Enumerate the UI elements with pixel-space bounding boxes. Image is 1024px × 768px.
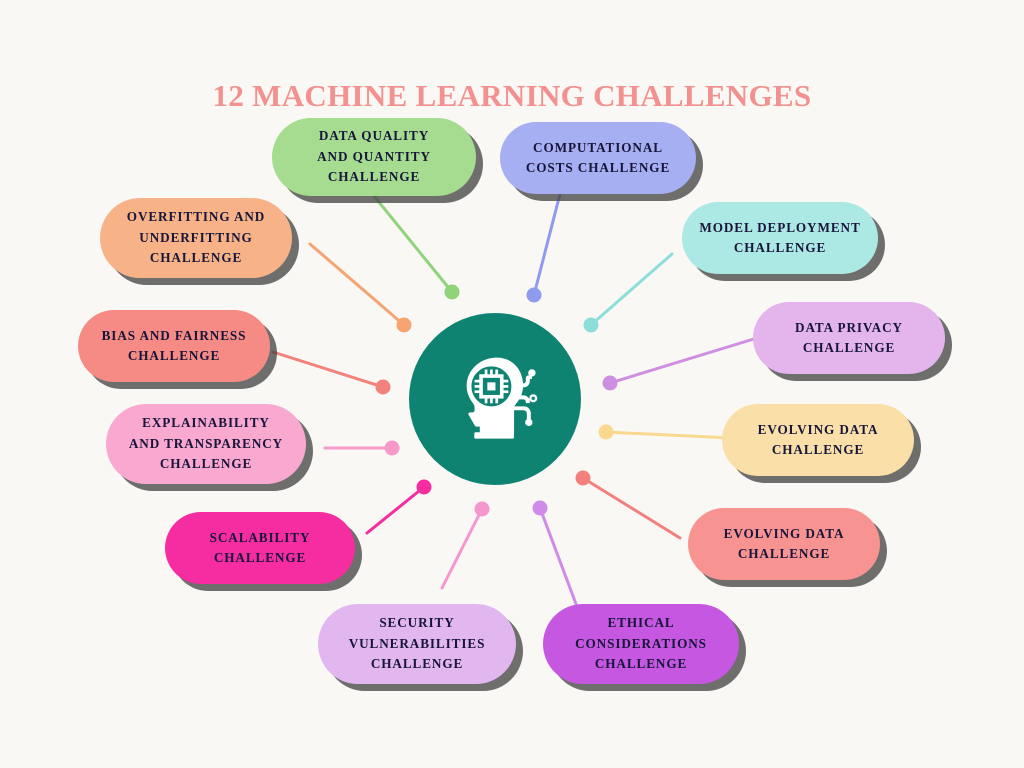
- challenge-pill-line: CHALLENGE: [149, 250, 243, 266]
- challenge-pill-ethical-considerations[interactable]: ETHICAL CONSIDERATIONS CHALLENGE: [543, 604, 739, 684]
- challenge-pill-line: AND TRANSPARENCY: [128, 435, 284, 451]
- challenge-pill-data-privacy[interactable]: DATA PRIVACY CHALLENGE: [753, 302, 945, 374]
- challenge-pill-line: VULNERABILITIES: [348, 635, 486, 651]
- challenge-pill-line: DATA PRIVACY: [795, 319, 903, 335]
- connector-dot-security-vulnerabilities: [474, 501, 490, 517]
- challenge-pill-line: CHALLENGE: [737, 546, 831, 561]
- connector-line-evolving-data-b: [581, 476, 682, 540]
- challenge-pill-label: EVOLVING DATA CHALLENGE: [736, 420, 900, 461]
- challenge-pill-explainability-and-transparency[interactable]: EXPLAINABILITY AND TRANSPARENCY CHALLENGE: [106, 404, 306, 484]
- challenge-pill-line: CHALLENGE: [213, 550, 307, 565]
- connector-line-data-privacy: [608, 336, 759, 385]
- challenge-pill-line: OVERFITTING AND: [126, 209, 266, 225]
- challenge-pill-label: DATA PRIVACY CHALLENGE: [767, 318, 931, 359]
- challenge-pill-security-vulnerabilities[interactable]: SECURITY VULNERABILITIES CHALLENGE: [318, 604, 516, 684]
- challenge-pill-label: ETHICAL CONSIDERATIONS CHALLENGE: [557, 613, 725, 674]
- center-hub: [409, 313, 581, 485]
- challenge-pill-label: DATA QUALITY AND QUANTITY CHALLENGE: [286, 126, 462, 187]
- challenge-pill-scalability[interactable]: SCALABILITY CHALLENGE: [165, 512, 355, 584]
- challenge-pill-line: DATA QUALITY: [318, 128, 430, 144]
- challenge-pill-line: UNDERFITTING: [139, 229, 253, 245]
- challenge-pill-line: CHALLENGE: [370, 656, 464, 672]
- connector-line-computational-costs: [532, 192, 562, 297]
- connector-line-overfitting-and-underfitting: [308, 242, 406, 327]
- connector-dot-computational-costs: [526, 287, 542, 303]
- challenge-pill-line: AND QUANTITY: [317, 148, 431, 164]
- challenge-pill-line: SCALABILITY: [209, 529, 311, 545]
- page-title: 12 MACHINE LEARNING CHALLENGES: [212, 78, 812, 113]
- ai-brain-chip-icon: [466, 357, 538, 439]
- challenge-pill-line: CHALLENGE: [733, 240, 827, 255]
- challenge-pill-label: SCALABILITY CHALLENGE: [179, 528, 341, 569]
- challenge-pill-line: EVOLVING DATA: [757, 421, 879, 437]
- challenge-pill-model-deployment[interactable]: MODEL DEPLOYMENT CHALLENGE: [682, 202, 878, 274]
- challenge-pill-label: EVOLVING DATA CHALLENGE: [702, 524, 866, 565]
- connector-line-scalability: [365, 485, 426, 535]
- challenge-pill-line: MODEL DEPLOYMENT: [699, 219, 861, 235]
- challenge-pill-bias-and-fairness[interactable]: BIAS AND FAIRNESS CHALLENGE: [78, 310, 270, 382]
- connector-line-security-vulnerabilities: [440, 507, 484, 590]
- challenge-pill-line: BIAS AND FAIRNESS: [101, 327, 247, 343]
- connector-dot-data-quality-and-quantity: [444, 284, 460, 300]
- challenge-pill-line: CHALLENGE: [159, 456, 253, 472]
- challenge-pill-line: CHALLENGE: [771, 442, 865, 457]
- connector-dot-ethical-considerations: [532, 500, 548, 516]
- challenge-pill-line: COSTS CHALLENGE: [525, 160, 671, 175]
- connector-dot-scalability: [416, 479, 432, 495]
- challenge-pill-line: CHALLENGE: [594, 656, 688, 672]
- challenge-pill-evolving-data-b[interactable]: EVOLVING DATA CHALLENGE: [688, 508, 880, 580]
- challenge-pill-label: OVERFITTING AND UNDERFITTING CHALLENGE: [114, 207, 278, 268]
- connector-line-data-quality-and-quantity: [372, 194, 454, 294]
- challenge-pill-overfitting-and-underfitting[interactable]: OVERFITTING AND UNDERFITTING CHALLENGE: [100, 198, 292, 278]
- challenge-pill-line: CHALLENGE: [802, 340, 896, 355]
- challenge-pill-line: CHALLENGE: [127, 348, 221, 363]
- challenge-pill-label: MODEL DEPLOYMENT CHALLENGE: [696, 218, 864, 259]
- challenge-pill-computational-costs[interactable]: COMPUTATIONAL COSTS CHALLENGE: [500, 122, 696, 194]
- challenge-pill-label: EXPLAINABILITY AND TRANSPARENCY CHALLENGE: [120, 413, 292, 474]
- challenge-pill-line: COMPUTATIONAL: [533, 139, 663, 155]
- connector-line-bias-and-fairness: [271, 350, 385, 389]
- challenge-pill-line: CONSIDERATIONS: [575, 635, 707, 651]
- connector-dot-bias-and-fairness: [375, 379, 391, 395]
- connector-dot-explainability-and-transparency: [384, 440, 400, 456]
- challenge-pill-evolving-data-a[interactable]: EVOLVING DATA CHALLENGE: [722, 404, 914, 476]
- challenge-pill-line: SECURITY: [379, 615, 455, 631]
- connector-line-evolving-data-a: [604, 430, 733, 440]
- connector-dot-overfitting-and-underfitting: [396, 317, 412, 333]
- connector-dot-evolving-data-b: [575, 470, 591, 486]
- connector-dot-model-deployment: [583, 317, 599, 333]
- connector-dot-evolving-data-a: [598, 424, 614, 440]
- challenge-pill-label: SECURITY VULNERABILITIES CHALLENGE: [332, 613, 502, 674]
- connector-line-model-deployment: [589, 252, 674, 327]
- challenge-pill-line: EVOLVING DATA: [723, 525, 845, 541]
- connector-dot-data-privacy: [602, 375, 618, 391]
- challenge-pill-line: EXPLAINABILITY: [142, 415, 270, 431]
- challenge-pill-line: CHALLENGE: [327, 169, 421, 185]
- challenge-pill-data-quality-and-quantity[interactable]: DATA QUALITY AND QUANTITY CHALLENGE: [272, 118, 476, 196]
- challenge-pill-label: BIAS AND FAIRNESS CHALLENGE: [92, 326, 256, 367]
- connector-line-ethical-considerations: [538, 506, 578, 606]
- challenge-pill-label: COMPUTATIONAL COSTS CHALLENGE: [514, 138, 682, 179]
- challenge-pill-line: ETHICAL: [607, 615, 675, 631]
